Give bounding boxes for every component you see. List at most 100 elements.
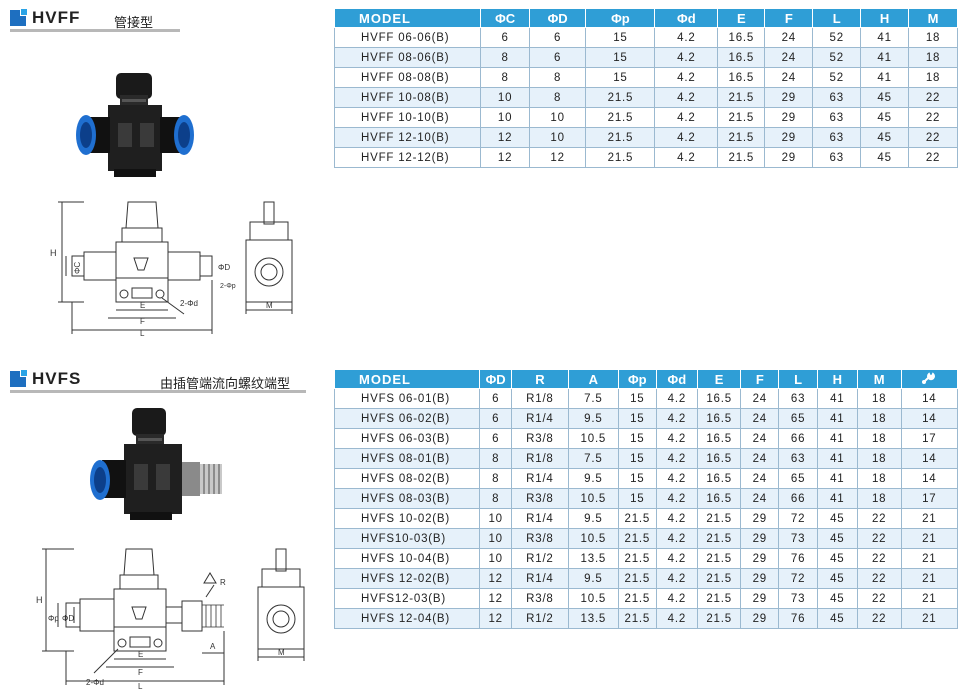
- table-cell: 65: [778, 408, 818, 429]
- table-cell: R1/8: [511, 448, 569, 469]
- table-cell: 22: [908, 147, 958, 168]
- dim-label-dd: 2-Φd: [86, 678, 104, 687]
- hvff-spec-table: MODEL ΦC ΦD Φp Φd E F L H M HVFF 06-06(B…: [333, 8, 958, 168]
- dim-label-m: M: [278, 648, 285, 657]
- table-cell: 10: [480, 107, 530, 128]
- dim-label-d: ΦD: [62, 614, 74, 623]
- table-cell: 22: [856, 588, 902, 609]
- hvfs-product-photo: [90, 408, 222, 520]
- table-cell: 14: [900, 468, 959, 489]
- table-cell: 29: [740, 528, 780, 549]
- table-cell: 15: [617, 428, 657, 449]
- table-cell: 8: [528, 87, 587, 108]
- column-header: ΦD: [528, 8, 587, 28]
- table-cell: 21.5: [717, 127, 766, 148]
- wrench-icon: [900, 369, 959, 389]
- table-cell: R1/4: [511, 508, 569, 529]
- table-cell: 45: [860, 107, 910, 128]
- model-cell: HVFF 08-08(B): [333, 67, 482, 88]
- table-cell: 63: [778, 448, 818, 469]
- brand-square-icon: [10, 369, 30, 389]
- dim-label-e: E: [140, 301, 145, 310]
- model-cell: HVFS12-03(B): [333, 588, 481, 609]
- model-cell: HVFS 08-03(B): [333, 488, 481, 509]
- table-cell: 24: [740, 388, 780, 409]
- table-cell: 18: [908, 27, 958, 48]
- table-cell: 21.5: [697, 588, 742, 609]
- table-cell: 16.5: [717, 47, 766, 68]
- table-cell: 4.2: [655, 388, 699, 409]
- table-cell: 21.5: [697, 528, 742, 549]
- column-header: MODEL: [333, 369, 481, 389]
- table-cell: 21: [900, 508, 959, 529]
- table-cell: 16.5: [697, 448, 742, 469]
- dim-label-dd: 2-Φd: [180, 299, 198, 308]
- table-cell: 21.5: [617, 528, 657, 549]
- table-cell: 18: [856, 408, 902, 429]
- table-cell: 7.5: [567, 388, 619, 409]
- table-cell: 15: [617, 448, 657, 469]
- model-cell: HVFS 10-04(B): [333, 548, 481, 569]
- table-cell: 4.2: [655, 428, 699, 449]
- table-cell: 9.5: [567, 408, 619, 429]
- table-cell: 6: [528, 27, 587, 48]
- table-cell: 45: [816, 528, 858, 549]
- table-cell: 15: [617, 468, 657, 489]
- brand-square-icon: [10, 8, 30, 28]
- column-header: Φp: [617, 369, 657, 389]
- column-header: H: [816, 369, 858, 389]
- column-header: R: [511, 369, 569, 389]
- table-cell: 10: [480, 87, 530, 108]
- table-cell: 52: [812, 27, 862, 48]
- model-cell: HVFF 10-10(B): [333, 107, 482, 128]
- table-cell: 8: [479, 468, 513, 489]
- table-cell: 66: [778, 488, 818, 509]
- table-cell: 45: [816, 608, 858, 629]
- table-cell: 6: [479, 408, 513, 429]
- table-cell: 8: [480, 67, 530, 88]
- table-cell: R1/4: [511, 408, 569, 429]
- table-cell: 45: [860, 87, 910, 108]
- table-cell: 21.5: [585, 87, 656, 108]
- table-cell: 29: [740, 588, 780, 609]
- table-cell: 21: [900, 548, 959, 569]
- table-cell: 29: [764, 107, 814, 128]
- table-cell: 72: [778, 508, 818, 529]
- table-cell: 18: [908, 67, 958, 88]
- column-header: ΦD: [479, 369, 513, 389]
- table-cell: 65: [778, 468, 818, 489]
- model-cell: HVFF 12-12(B): [333, 147, 482, 168]
- table-cell: 16.5: [717, 67, 766, 88]
- table-cell: 8: [480, 47, 530, 68]
- table-cell: 7.5: [567, 448, 619, 469]
- table-cell: 10: [528, 127, 587, 148]
- table-cell: 24: [740, 488, 780, 509]
- table-cell: 18: [856, 488, 902, 509]
- model-cell: HVFS10-03(B): [333, 528, 481, 549]
- hvfs-drawing-front: H Φp ΦD E F L A 2-Φd R: [36, 548, 226, 691]
- table-cell: 24: [764, 27, 814, 48]
- table-cell: 76: [778, 608, 818, 629]
- table-cell: 76: [778, 548, 818, 569]
- table-cell: 41: [816, 428, 858, 449]
- table-cell: 16.5: [717, 27, 766, 48]
- table-cell: 9.5: [567, 468, 619, 489]
- table-cell: 16.5: [697, 388, 742, 409]
- table-cell: R1/2: [511, 608, 569, 629]
- table-cell: 18: [856, 468, 902, 489]
- table-cell: 10: [479, 528, 513, 549]
- table-cell: 12: [480, 147, 530, 168]
- dim-label-p: 2-Φp: [220, 283, 236, 290]
- table-cell: 63: [812, 87, 862, 108]
- table-cell: 8: [479, 488, 513, 509]
- table-cell: 4.2: [654, 27, 719, 48]
